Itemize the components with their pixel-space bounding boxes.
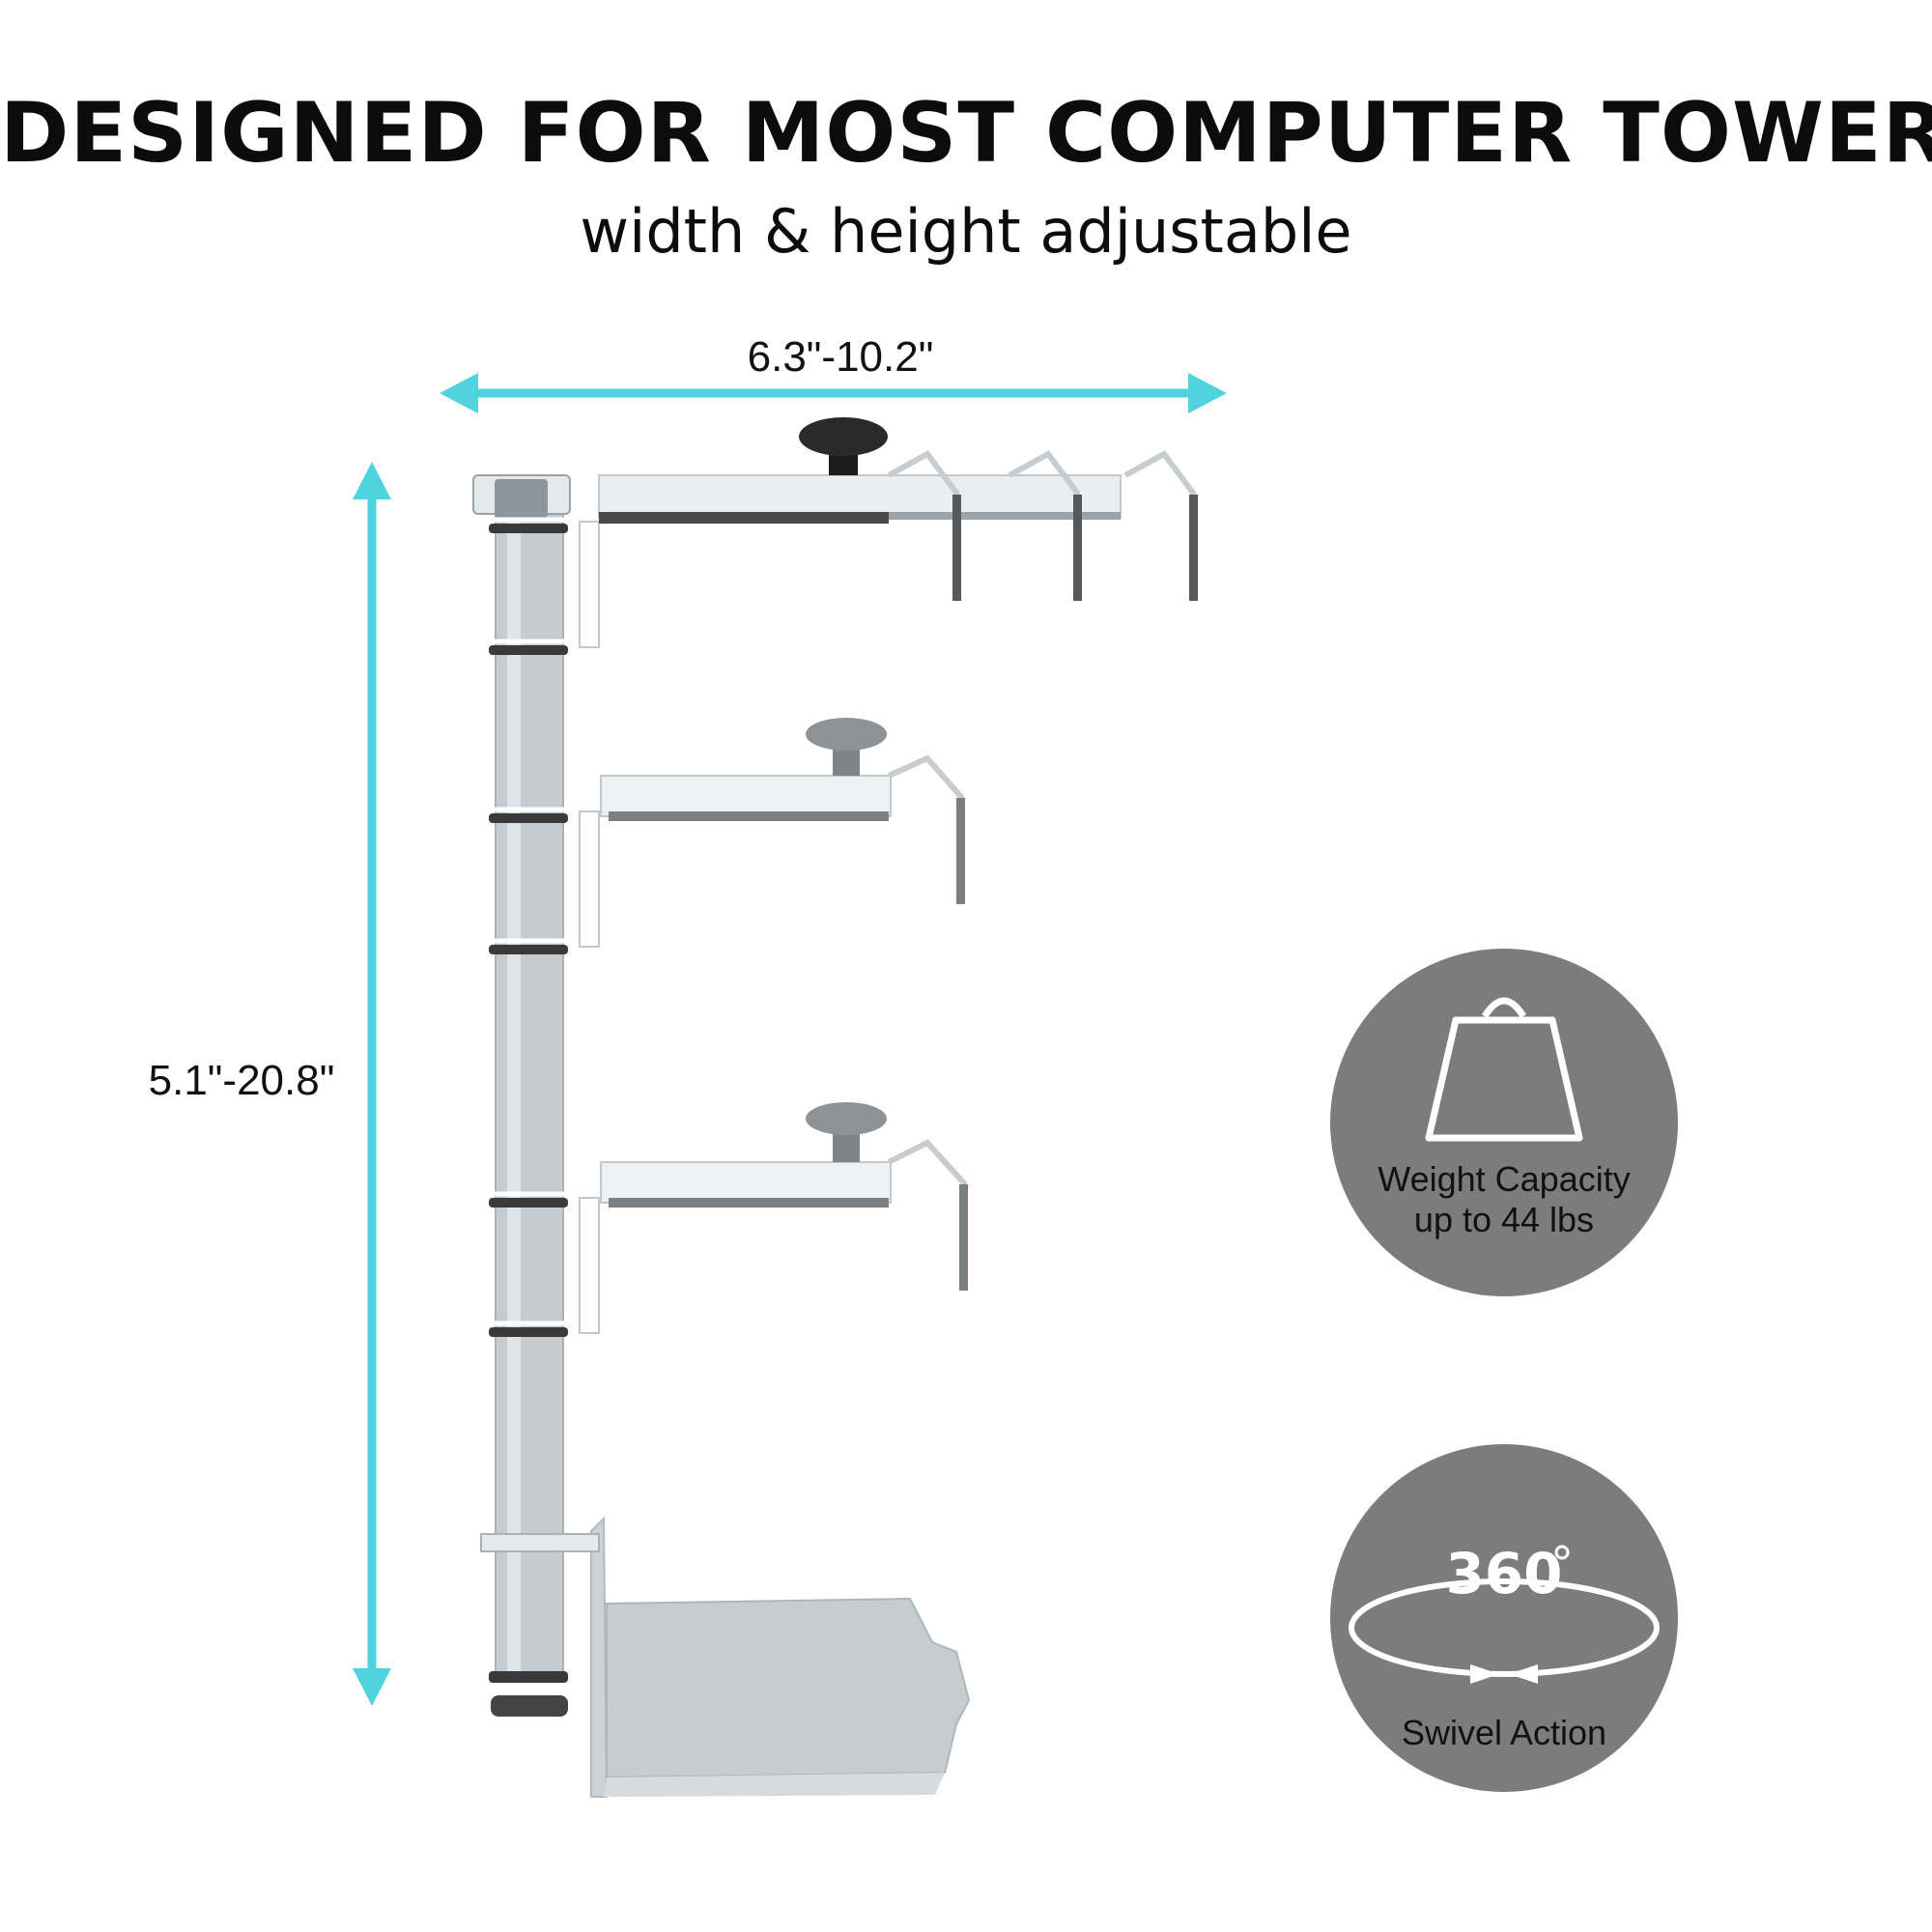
swivel-icon [1349,1545,1660,1684]
middle-arm-1 [579,718,965,948]
weight-capacity-line1: Weight Capacity [1378,1159,1631,1199]
weight-capacity-line2: up to 44 lbs [1413,1200,1595,1239]
swivel-degrees: 360 [1445,1541,1563,1606]
bottom-tray [480,1516,971,1798]
height-dimension-label: 5.1"-20.8" [148,1057,335,1104]
width-dimension-label: 6.3"-10.2" [747,333,934,381]
swivel-action-badge: 360 Swivel Action [1330,1444,1678,1792]
top-arm [579,417,1198,648]
vertical-pole [472,474,580,1717]
swivel-action-label: Swivel Action [1401,1713,1607,1752]
height-arrow [353,462,391,1706]
width-arrow [440,373,1227,413]
subheadline: width & height adjustable [580,196,1352,267]
weight-capacity-badge: Weight Capacity up to 44 lbs [1330,949,1678,1296]
weight-icon [1425,997,1583,1142]
headline: DESIGNED FOR MOST COMPUTER TOWERS [0,85,1932,182]
middle-arm-2 [579,1102,968,1334]
